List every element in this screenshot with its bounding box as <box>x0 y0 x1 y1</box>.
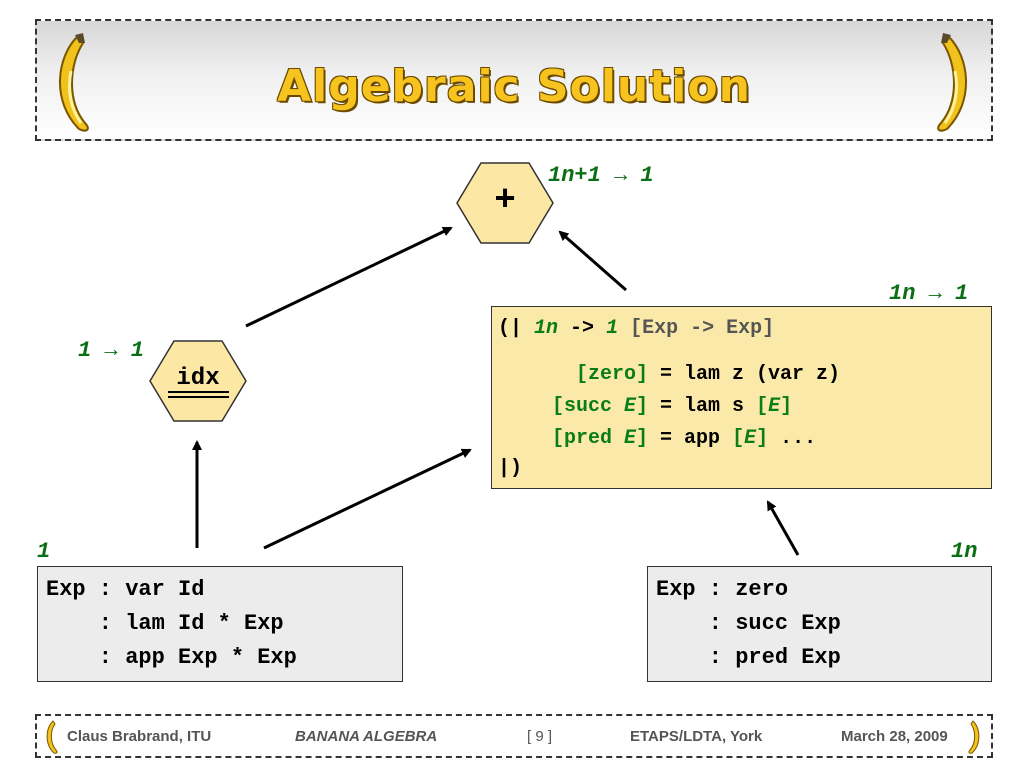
banana-left-small-icon <box>46 720 58 754</box>
footer-project: BANANA ALGEBRA <box>295 728 438 745</box>
source-grammar-line: : app Exp * Exp <box>46 645 297 670</box>
arrow-target-to-fold <box>766 500 800 556</box>
fold-signature-line: (| 1n -> 1 [Exp -> Exp] <box>498 317 775 340</box>
target-grammar-line: : pred Exp <box>656 645 841 670</box>
plus-node-symbol: + <box>494 180 516 221</box>
source-grammar-line: Exp : var Id <box>46 577 205 602</box>
source-grammar-box: Exp : var Id : lam Id * Exp : app Exp * … <box>37 566 403 682</box>
idx-node-hexagon <box>149 340 247 422</box>
fold-zero-line: [zero] = lam z (var z) <box>576 363 841 386</box>
target-grammar-line: Exp : zero <box>656 577 789 602</box>
plus-node-hexagon <box>456 162 554 244</box>
fold-node-label: 1n → 1 <box>889 281 969 306</box>
idx-node-label: 1 → 1 <box>78 338 145 363</box>
footer-author: Claus Brabrand, ITU <box>67 728 212 745</box>
slide-footer: Claus Brabrand, ITU BANANA ALGEBRA [ 9 ]… <box>35 714 993 758</box>
banana-right-small-icon <box>968 720 980 754</box>
target-grammar-line: : succ Exp <box>656 611 841 636</box>
source-grammar-label: 1 <box>37 539 51 564</box>
arrow-grammar-to-fold <box>263 448 472 550</box>
idx-node-symbol: idx <box>176 365 220 392</box>
arrow-idx-to-plus <box>245 226 453 328</box>
fold-box: (| 1n -> 1 [Exp -> Exp] [zero] = lam z (… <box>491 306 992 489</box>
banana-left-icon <box>59 33 89 132</box>
footer-page-number: [ 9 ] <box>527 728 553 745</box>
slide-header: Algebraic Solution <box>35 19 993 141</box>
target-grammar-box: Exp : zero : succ Exp : pred Exp <box>647 566 992 682</box>
fold-close-line: |) <box>498 457 523 480</box>
fold-pred-line: [pred E] = app [E] ... <box>552 427 817 450</box>
slide-title: Algebraic Solution <box>277 61 751 112</box>
footer-venue: ETAPS/LDTA, York <box>630 728 763 745</box>
arrow-fold-to-plus <box>558 230 627 292</box>
footer-date: March 28, 2009 <box>841 728 948 745</box>
fold-succ-line: [succ E] = lam s [E] <box>552 395 793 418</box>
plus-node-label: 1n+1 → 1 <box>548 163 654 188</box>
banana-right-icon <box>937 33 967 132</box>
target-grammar-label: 1n <box>951 539 978 564</box>
source-grammar-line: : lam Id * Exp <box>46 611 284 636</box>
